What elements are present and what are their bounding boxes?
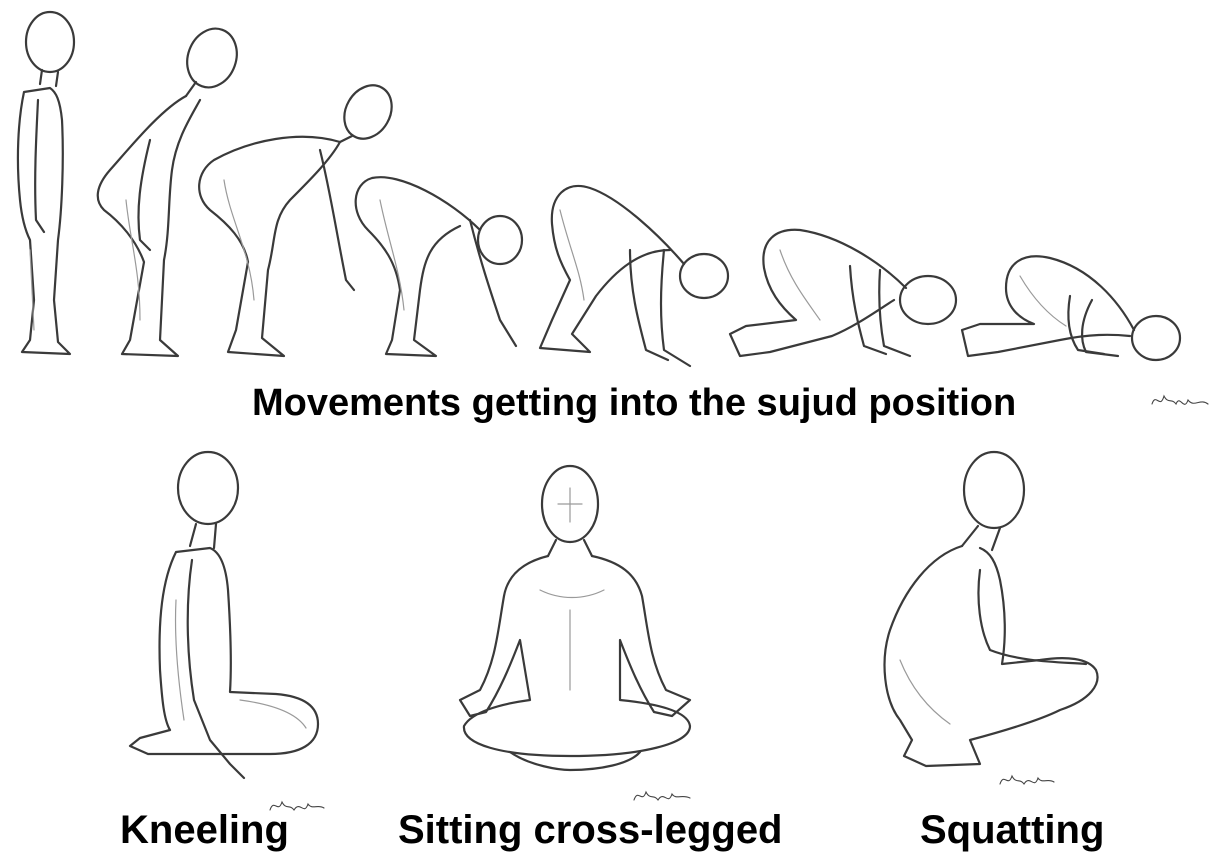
signature-squatting	[1000, 776, 1054, 784]
sequence-caption: Movements getting into the sujud positio…	[252, 382, 1016, 425]
sitting-caption: Sitting cross-legged	[398, 808, 783, 853]
squatting-caption: Squatting	[920, 808, 1104, 853]
signature-sitting	[634, 792, 690, 800]
kneeling-caption: Kneeling	[120, 808, 289, 853]
signature-main	[1152, 396, 1208, 404]
